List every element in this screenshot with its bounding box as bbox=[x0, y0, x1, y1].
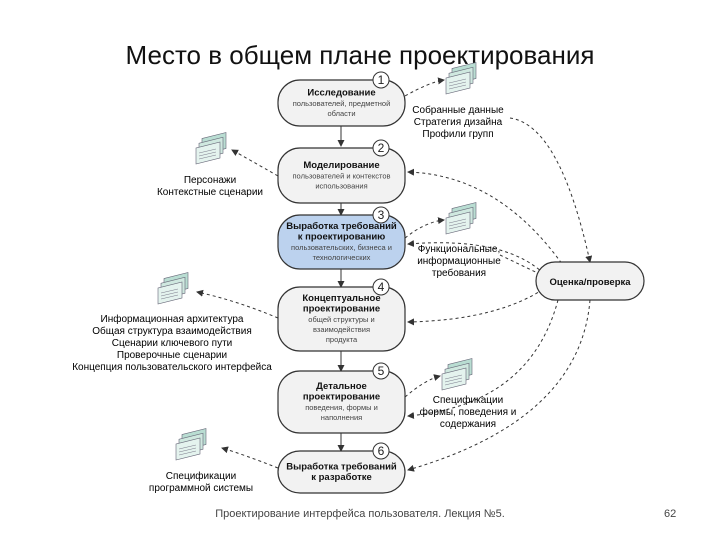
stage-title: Детальное bbox=[316, 381, 367, 392]
note-line: Информационная архитектура bbox=[101, 313, 244, 325]
stage-number: 5 bbox=[378, 364, 385, 378]
document-stack-icon bbox=[195, 132, 227, 165]
document-stack-icon bbox=[441, 358, 473, 391]
note-line: требования bbox=[432, 267, 486, 279]
evaluation-label: Оценка/проверка bbox=[549, 277, 631, 288]
evaluation-arrows bbox=[407, 117, 593, 472]
stage-title: проектирование bbox=[303, 392, 380, 403]
document-stack-icon bbox=[175, 428, 207, 461]
stage-subtitle: взаимодействия bbox=[313, 325, 370, 334]
stage-number: 3 bbox=[378, 208, 385, 222]
stage-box bbox=[277, 214, 406, 270]
stage-title: к проектированию bbox=[298, 232, 386, 243]
stage-subtitle: технологических bbox=[313, 253, 371, 262]
note-line: Профили групп bbox=[422, 128, 493, 140]
stage-subtitle: продукта bbox=[326, 335, 358, 344]
stage-title: к разработке bbox=[311, 472, 372, 483]
stage-number-badge bbox=[372, 206, 390, 224]
document-stack-icon bbox=[157, 272, 189, 305]
note-line: Сценарии ключевого пути bbox=[112, 338, 232, 349]
note-line: Контекстные сценарии bbox=[157, 187, 263, 198]
stage-number-badge bbox=[372, 362, 390, 380]
stage-subtitle: пользователей, предметной bbox=[293, 99, 391, 108]
stage-box bbox=[277, 147, 406, 204]
note-line: содержания bbox=[440, 419, 496, 430]
stage-box bbox=[277, 450, 406, 494]
stage-number-badge bbox=[372, 139, 390, 157]
stage-box bbox=[277, 370, 406, 434]
note-line: информационные bbox=[417, 255, 501, 267]
stage-box bbox=[277, 286, 406, 352]
note-line: Концепция пользовательского интерфейса bbox=[72, 361, 272, 373]
note-line: Функциональные, bbox=[418, 244, 501, 255]
document-stack-icon bbox=[445, 62, 477, 95]
stage-title: Исследование bbox=[307, 87, 375, 98]
note-line: программной системы bbox=[149, 483, 253, 494]
stage-subtitle: поведения, формы и bbox=[305, 403, 378, 412]
stage-title: проектирование bbox=[303, 303, 380, 314]
stage-number-badge bbox=[372, 442, 390, 460]
document-stack-icon bbox=[445, 202, 477, 235]
note-line: Общая структура взаимодействия bbox=[92, 325, 252, 337]
stage-number: 6 bbox=[378, 444, 385, 458]
stage-title: Выработка требований bbox=[286, 462, 397, 473]
stage-subtitle: пользователей и контекстов bbox=[293, 171, 391, 180]
note-line: Спецификации bbox=[433, 394, 503, 406]
note-line: формы, поведения и bbox=[420, 406, 517, 418]
stage-subtitle: использования bbox=[315, 181, 367, 190]
stage-subtitle: наполнения bbox=[321, 413, 362, 422]
stage-subtitle: пользовательских, бизнеса и bbox=[291, 243, 392, 252]
stage-number: 4 bbox=[378, 280, 385, 294]
stage-title: Концептуальное bbox=[302, 293, 380, 304]
stage-number-badge bbox=[372, 278, 390, 296]
stage-number-badge bbox=[372, 71, 390, 89]
note-line: Спецификации bbox=[166, 470, 236, 482]
stage-subtitle: области bbox=[327, 109, 355, 118]
note-line: Стратегия дизайна bbox=[414, 117, 503, 128]
page-number: 62 bbox=[664, 508, 677, 520]
stage-number: 1 bbox=[378, 73, 385, 87]
note-line: Собранные данные bbox=[412, 104, 504, 116]
note-line: Персонажи bbox=[184, 175, 236, 186]
slide-footer: Проектирование интерфейса пользователя. … bbox=[215, 508, 505, 520]
stage-subtitle: общей структуры и bbox=[308, 315, 374, 324]
stage-box bbox=[277, 79, 406, 127]
output-arrows bbox=[196, 77, 445, 469]
stage-title: Выработка требований bbox=[286, 221, 397, 232]
evaluation-node: Оценка/проверка bbox=[535, 261, 645, 301]
stage-title: Моделирование bbox=[303, 160, 379, 171]
stage-number: 2 bbox=[378, 141, 385, 155]
note-line: Проверочные сценарии bbox=[117, 350, 227, 361]
slide-title: Место в общем плане проектирования bbox=[125, 40, 595, 70]
